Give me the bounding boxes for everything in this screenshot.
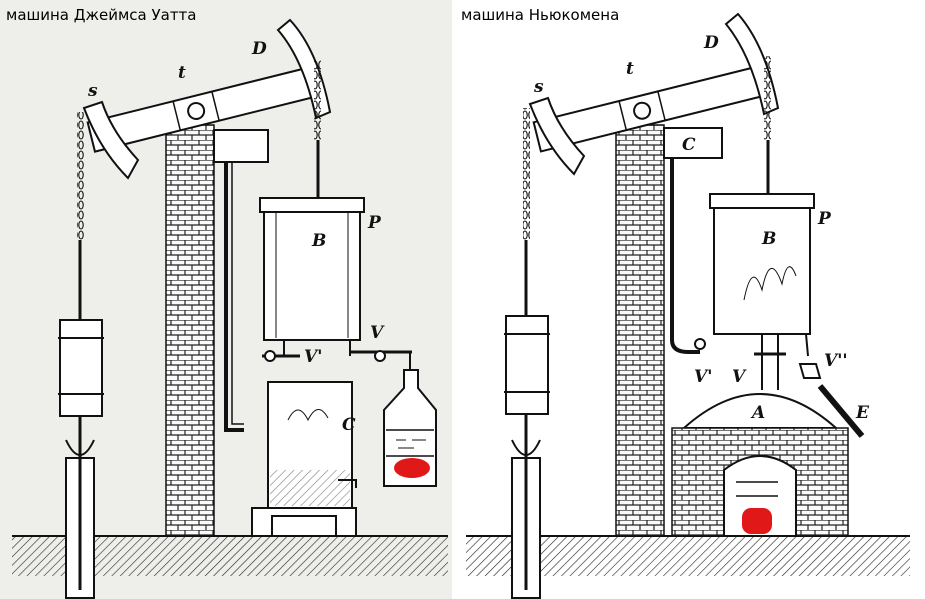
watt-label-d: D [251,39,267,59]
watt-label-b: B [311,231,326,251]
watt-flame [394,458,430,478]
watt-chain-d [314,60,321,140]
watt-label-p: P [367,213,382,233]
newcomen-beam [532,66,762,153]
watt-label-c: C [342,415,356,435]
newcomen-boiler-a [681,393,839,429]
newcomen-engine [466,12,910,599]
newcomen-chain-s [523,108,530,240]
newcomen-label-c: C [682,135,696,155]
newcomen-label-t: t [626,59,634,79]
watt-arch-s [82,100,140,180]
watt-title: машина Джеймса Уатта [6,6,197,24]
watt-label-v: V [370,323,385,343]
watt-cylinder-b [263,199,361,341]
watt-engine [12,18,448,599]
newcomen-label-v2: V'' [824,351,848,371]
newcomen-counterweight [505,315,549,415]
watt-valve-v [374,350,386,362]
watt-label-s: s [87,81,98,101]
watt-labels: s t D B P V V' C [87,39,385,435]
newcomen-labels: s t D C B P V' V V'' A E [533,33,870,423]
newcomen-label-d: D [703,33,719,53]
watt-chain-s [77,112,84,240]
newcomen-brick-pillar [615,124,665,537]
newcomen-chain-d [764,56,771,140]
newcomen-title: машина Ньюкомена [461,6,620,24]
watt-valve-v1 [264,350,276,362]
watt-label-t: t [178,63,186,83]
newcomen-pipe-e [817,384,865,438]
newcomen-label-v1: V' [694,367,712,387]
newcomen-label-v: V [732,367,747,387]
watt-label-v1: V' [304,347,322,367]
watt-bottle [383,369,437,487]
newcomen-tank-c [663,127,723,159]
watt-brick-pillar [165,124,215,537]
newcomen-label-b: B [761,229,776,249]
newcomen-flame [742,508,772,534]
newcomen-label-e: E [855,403,870,423]
watt-counterweight [59,319,103,417]
newcomen-label-p: P [817,209,832,229]
newcomen-arch-s [528,96,586,176]
newcomen-label-s: s [533,77,544,97]
newcomen-cylinder-b [713,195,811,335]
newcomen-label-a: A [750,403,765,423]
